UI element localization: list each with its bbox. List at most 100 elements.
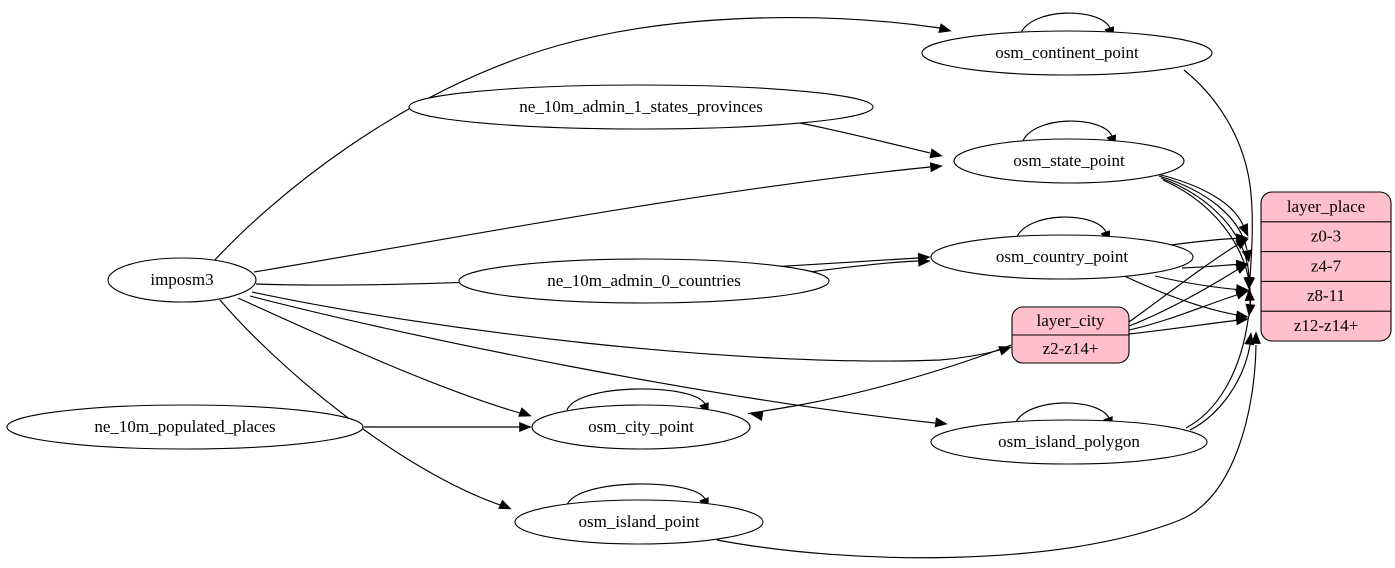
node-label: ne_10m_populated_places xyxy=(94,417,275,436)
arrow-icon xyxy=(929,162,943,173)
node-label: osm_city_point xyxy=(588,417,694,436)
node-label: osm_island_polygon xyxy=(998,432,1140,451)
record-row-label: z12-z14+ xyxy=(1294,316,1358,335)
arrow-icon xyxy=(1235,315,1249,326)
arrow-icon xyxy=(917,256,931,267)
edge-path xyxy=(219,299,501,506)
edge-path xyxy=(1163,237,1244,247)
edge-path xyxy=(1119,273,1244,317)
edge-path xyxy=(748,344,1012,415)
edge-layer_city-to-layer_place_z4_7 xyxy=(1128,263,1249,327)
edge-ne_10m_populated_places-to-osm_city_point xyxy=(364,421,532,433)
record-row-label: z0-3 xyxy=(1311,227,1341,246)
self-loop-path xyxy=(1021,120,1113,144)
arrow-icon xyxy=(498,499,512,510)
node-label: ne_10m_admin_0_countries xyxy=(547,271,741,290)
edge-path xyxy=(1189,344,1251,431)
edge-path xyxy=(1160,177,1250,278)
node-shape xyxy=(408,84,874,130)
self-loop-path xyxy=(566,483,706,506)
node-ne_10m_populated_places[interactable]: ne_10m_populated_places xyxy=(6,404,364,450)
edge-path xyxy=(212,16,941,263)
node-ne_10m_admin_1_states_provinces[interactable]: ne_10m_admin_1_states_provinces xyxy=(408,84,874,130)
edge-path xyxy=(1128,242,1241,323)
node-shape xyxy=(514,499,764,545)
edge-osm_state_point-to-layer_place_z0_3 xyxy=(1156,173,1249,237)
arrow-icon xyxy=(1250,331,1261,344)
edge-imposm3-to-osm_island_polygon xyxy=(249,295,948,428)
record-row-label: z4-7 xyxy=(1311,256,1342,275)
edge-layer_city-to-layer_place_z12_z14 xyxy=(1128,315,1249,335)
node-osm_country_point[interactable]: osm_country_point xyxy=(930,234,1194,280)
edge-path xyxy=(1128,267,1241,327)
edge-path xyxy=(237,297,521,414)
arrow-icon xyxy=(519,421,532,433)
node-shape xyxy=(531,404,751,450)
node-label: osm_island_point xyxy=(579,512,700,531)
self-loop-path xyxy=(1015,216,1107,240)
edge-path xyxy=(1156,173,1244,226)
edge-path xyxy=(1154,275,1244,291)
record-node-layer_city[interactable]: layer_city z2-z14+ xyxy=(1011,306,1130,364)
node-shape xyxy=(6,404,364,450)
edge-path xyxy=(1128,319,1241,335)
edge-imposm3-to-osm_city_point xyxy=(237,297,532,417)
edge-ne_10m_admin_1_states_provinces-to-osm_state_point xyxy=(799,122,943,159)
node-osm_continent_point[interactable]: osm_continent_point xyxy=(921,30,1213,76)
edge-path xyxy=(253,166,931,273)
node-shape xyxy=(107,257,257,303)
edge-path xyxy=(799,122,931,154)
edge-imposm3-to-osm_island_point xyxy=(219,299,512,510)
edge-imposm3-to-osm_state_point xyxy=(253,162,943,273)
node-shape xyxy=(921,30,1213,76)
node-label: ne_10m_admin_1_states_provinces xyxy=(519,97,763,116)
node-label: imposm3 xyxy=(150,270,213,289)
arrow-icon xyxy=(1235,289,1249,300)
record-header-label: layer_city xyxy=(1037,311,1105,330)
edge-path xyxy=(1185,292,1252,429)
arrow-icon xyxy=(1244,288,1255,302)
arrow-icon xyxy=(750,411,764,422)
record-header-label: layer_place xyxy=(1287,197,1365,216)
node-shape xyxy=(930,234,1194,280)
edge-path xyxy=(1128,293,1241,331)
arrow-icon xyxy=(929,148,943,159)
edge-layer_city-to-layer_place_z8_11 xyxy=(1128,289,1249,331)
record-row-label: z2-z14+ xyxy=(1043,339,1099,358)
record-row-label: z8-11 xyxy=(1307,286,1345,305)
edge-layer_city-to-layer_place_z0_3 xyxy=(1128,238,1249,323)
node-ne_10m_admin_0_countries[interactable]: ne_10m_admin_0_countries xyxy=(458,258,830,304)
node-osm_island_point[interactable]: osm_island_point xyxy=(514,499,764,545)
edge-osm_island_polygon-to-layer_place_z8_11 xyxy=(1185,288,1255,429)
edge-path xyxy=(251,291,1001,362)
self-loop-path xyxy=(1019,12,1111,36)
edge-osm_island_polygon-to-layer_place_z12_z14 xyxy=(1189,332,1255,431)
edge-osm_island_point-to-layer_place_z12_z14 xyxy=(716,331,1261,559)
edge-path xyxy=(1183,69,1253,278)
node-label: osm_state_point xyxy=(1013,151,1125,170)
record-box xyxy=(1260,191,1392,342)
edge-path xyxy=(809,260,919,273)
node-osm_island_polygon[interactable]: osm_island_polygon xyxy=(930,419,1208,465)
edge-path xyxy=(249,295,936,424)
edge-path xyxy=(1181,263,1244,269)
records-layer: layer_place z0-3 z4-7 z8-11 z12-z14+ layer_ci… xyxy=(1011,191,1392,364)
edge-ne_10m_admin_0_countries-to-osm_country_point xyxy=(809,256,931,273)
node-label: osm_continent_point xyxy=(995,43,1139,62)
arrow-icon xyxy=(1238,223,1249,237)
arrow-icon xyxy=(938,23,952,34)
edge-path xyxy=(1162,179,1251,305)
arrow-icon xyxy=(518,407,532,417)
node-osm_state_point[interactable]: osm_state_point xyxy=(953,138,1185,184)
edge-imposm3-to-osm_continent_point xyxy=(212,16,952,263)
record-node-layer_place[interactable]: layer_place z0-3 z4-7 z8-11 z12-z14+ xyxy=(1260,191,1392,342)
edge-layer_city-to-osm_city_point xyxy=(748,344,1012,422)
arrow-icon xyxy=(934,417,948,428)
self-loop-path xyxy=(566,388,706,411)
node-osm_city_point[interactable]: osm_city_point xyxy=(531,404,751,450)
node-imposm3[interactable]: imposm3 xyxy=(107,257,257,303)
node-shape xyxy=(458,258,830,304)
node-label: osm_country_point xyxy=(996,247,1128,266)
